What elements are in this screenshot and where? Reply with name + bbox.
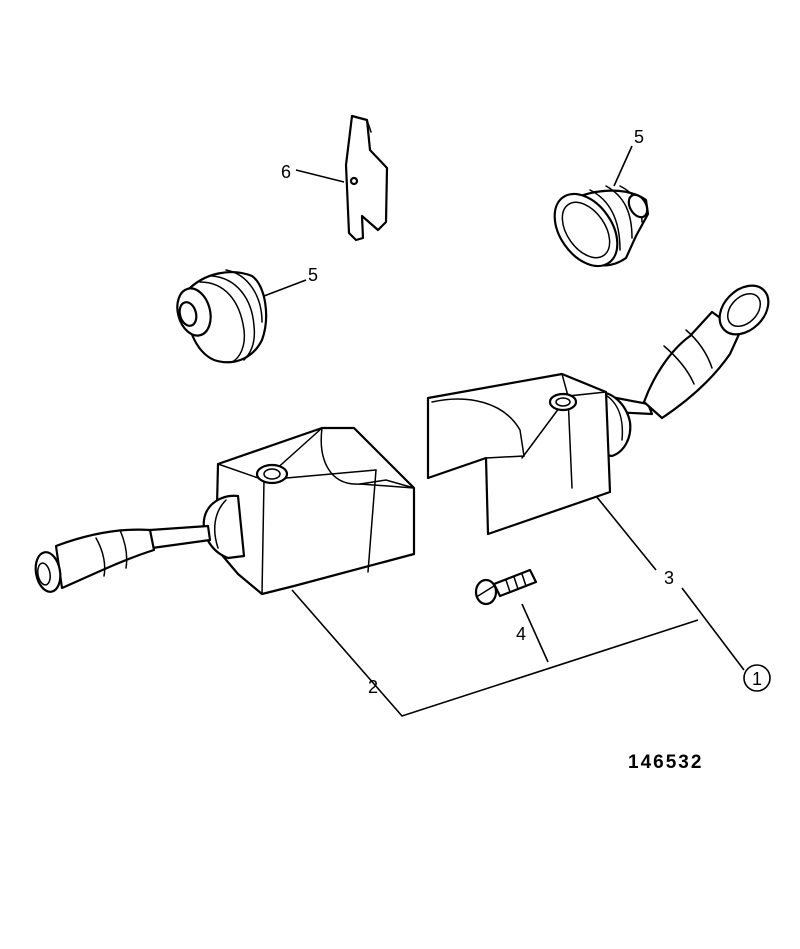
part-5-rubber-boot-left [176, 269, 268, 364]
callout-5-right: 5 [634, 127, 644, 147]
part-6-shim-plate [344, 114, 389, 242]
part-4-screw [474, 568, 538, 606]
figure-number: 146532 [628, 752, 703, 773]
callout-5-left: 5 [308, 265, 318, 285]
callout-1-circle [743, 664, 771, 692]
callout-1: 1 [752, 669, 762, 689]
part-3-switch-half-right [426, 284, 770, 536]
callout-4: 4 [516, 624, 526, 644]
callout-2: 2 [368, 677, 378, 697]
callout-6: 6 [281, 162, 291, 182]
leader-lines [263, 145, 745, 717]
callout-3: 3 [664, 568, 674, 588]
part-2-switch-half-left [34, 426, 416, 596]
part-5-rubber-boot-right [553, 185, 650, 268]
